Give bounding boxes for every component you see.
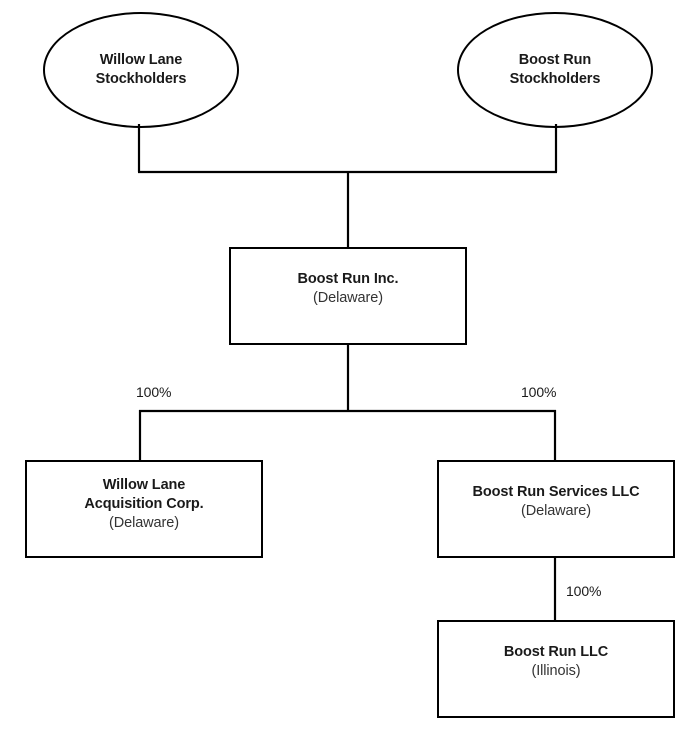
- node-boost-run-services-llc-label: Boost Run Services LLC: [472, 484, 640, 500]
- ownership-label-boost-run-services: 100%: [521, 384, 557, 400]
- node-boost-run-stockholders[interactable]: Boost Run Stockholders: [457, 12, 653, 128]
- ownership-label-willow-lane-acq: 100%: [136, 384, 172, 400]
- ownership-label-boost-run-llc: 100%: [566, 583, 602, 599]
- node-willow-lane-stockholders[interactable]: Willow Lane Stockholders: [43, 12, 239, 128]
- node-boost-run-inc-jurisdiction: (Delaware): [313, 290, 383, 306]
- node-boost-run-inc[interactable]: Boost Run Inc. (Delaware): [229, 247, 467, 345]
- node-willow-lane-stockholders-label: Willow Lane Stockholders: [95, 52, 187, 87]
- node-boost-run-llc-label: Boost Run LLC: [503, 644, 609, 660]
- node-boost-run-llc[interactable]: Boost Run LLC (Illinois): [437, 620, 675, 718]
- node-willow-lane-acquisition-corp[interactable]: Willow Lane Acquisition Corp. (Delaware): [25, 460, 263, 558]
- node-willow-lane-acquisition-corp-jurisdiction: (Delaware): [109, 514, 179, 531]
- node-willow-lane-acquisition-corp-label: Willow Lane Acquisition Corp.: [84, 476, 204, 512]
- node-boost-run-services-llc-jurisdiction: (Delaware): [521, 503, 591, 519]
- node-boost-run-services-llc[interactable]: Boost Run Services LLC (Delaware): [437, 460, 675, 558]
- node-boost-run-llc-jurisdiction: (Illinois): [531, 663, 581, 679]
- node-boost-run-stockholders-label: Boost Run Stockholders: [509, 52, 601, 87]
- node-boost-run-inc-label: Boost Run Inc.: [297, 271, 399, 287]
